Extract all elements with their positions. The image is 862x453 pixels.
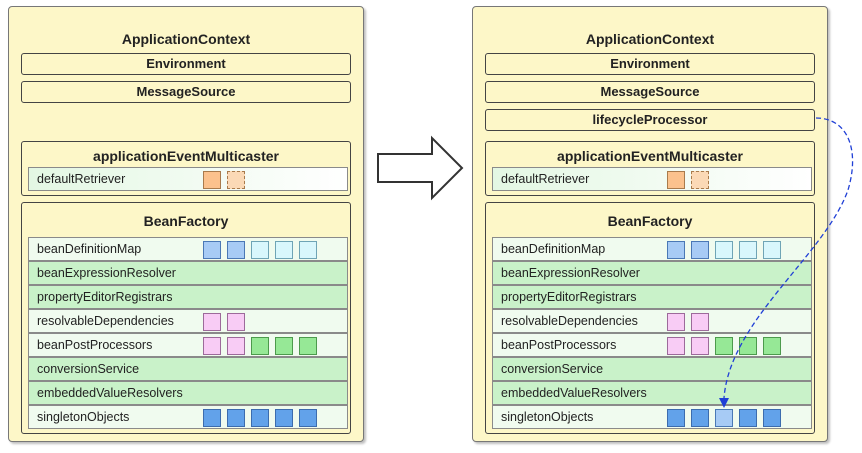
box xyxy=(667,241,685,259)
bean-factory-group: BeanFactory beanDefinitionMap beanExpres… xyxy=(21,202,351,434)
row-label: propertyEditorRegistrars xyxy=(37,290,173,304)
row-property-editor-registrars: propertyEditorRegistrars xyxy=(492,285,812,309)
box xyxy=(227,409,245,427)
bean-factory-title: BeanFactory xyxy=(607,213,693,229)
multicaster-title: applicationEventMulticaster xyxy=(93,148,279,164)
row-label: defaultRetriever xyxy=(501,172,590,186)
box xyxy=(227,337,245,355)
context-title: ApplicationContext xyxy=(121,31,251,47)
box xyxy=(763,337,781,355)
box xyxy=(203,409,221,427)
box xyxy=(251,337,269,355)
row-label: beanPostProcessors xyxy=(501,338,617,352)
box xyxy=(739,241,757,259)
dashed-curve-arrow-icon xyxy=(719,117,854,408)
row-label: singletonObjects xyxy=(501,410,594,424)
lifecycle-processor-bar: lifecycleProcessor xyxy=(485,109,815,131)
row-bean-expression-resolver: beanExpressionResolver xyxy=(28,261,348,285)
row-label: conversionService xyxy=(501,362,604,376)
event-multicaster-group: applicationEventMulticaster defaultRetri… xyxy=(485,141,815,196)
row-conversion-service: conversionService xyxy=(28,357,348,381)
row-bean-post-processors: beanPostProcessors xyxy=(28,333,348,357)
box xyxy=(299,409,317,427)
box xyxy=(227,241,245,259)
box xyxy=(763,409,781,427)
row-label: beanDefinitionMap xyxy=(37,242,142,256)
box xyxy=(299,337,317,355)
box xyxy=(251,409,269,427)
listener-box-dashed xyxy=(227,171,245,189)
message-source-bar: MessageSource xyxy=(21,81,351,103)
box xyxy=(299,241,317,259)
row-label: defaultRetriever xyxy=(37,172,126,186)
bean-factory-group: BeanFactory beanDefinitionMap beanExpres… xyxy=(485,202,815,434)
environment-bar: Environment xyxy=(21,53,351,75)
row-label: beanExpressionResolver xyxy=(501,266,640,280)
row-label: beanDefinitionMap xyxy=(501,242,606,256)
event-multicaster-group: applicationEventMulticaster defaultRetri… xyxy=(21,141,351,196)
box xyxy=(667,337,685,355)
listener-box-dashed xyxy=(691,171,709,189)
right-arrow-icon xyxy=(377,135,464,201)
row-label: embeddedValueResolvers xyxy=(37,386,183,400)
row-embedded-value-resolvers: embeddedValueResolvers xyxy=(28,381,348,405)
box xyxy=(667,409,685,427)
box xyxy=(739,409,757,427)
row-conversion-service: conversionService xyxy=(492,357,812,381)
listener-box xyxy=(667,171,685,189)
box xyxy=(203,241,221,259)
box xyxy=(739,337,757,355)
row-label: beanPostProcessors xyxy=(37,338,153,352)
row-label: beanExpressionResolver xyxy=(37,266,176,280)
context-title: ApplicationContext xyxy=(585,31,715,47)
row-label: propertyEditorRegistrars xyxy=(501,290,637,304)
row-resolvable-dependencies: resolvableDependencies xyxy=(492,309,812,333)
row-bean-definition-map: beanDefinitionMap xyxy=(492,237,812,261)
row-singleton-objects: singletonObjects xyxy=(28,405,348,429)
row-property-editor-registrars: propertyEditorRegistrars xyxy=(28,285,348,309)
row-bean-definition-map: beanDefinitionMap xyxy=(28,237,348,261)
multicaster-title: applicationEventMulticaster xyxy=(557,148,743,164)
row-bean-post-processors: beanPostProcessors xyxy=(492,333,812,357)
row-label: resolvableDependencies xyxy=(501,314,638,328)
box xyxy=(667,313,685,331)
box xyxy=(763,241,781,259)
default-retriever-row: defaultRetriever xyxy=(492,167,812,191)
box xyxy=(715,241,733,259)
box xyxy=(691,337,709,355)
row-embedded-value-resolvers: embeddedValueResolvers xyxy=(492,381,812,405)
box xyxy=(203,313,221,331)
box xyxy=(203,337,221,355)
row-label: embeddedValueResolvers xyxy=(501,386,647,400)
box xyxy=(691,313,709,331)
box xyxy=(275,337,293,355)
row-label: resolvableDependencies xyxy=(37,314,174,328)
box xyxy=(715,337,733,355)
row-label: conversionService xyxy=(37,362,140,376)
message-source-bar: MessageSource xyxy=(485,81,815,103)
listener-box xyxy=(203,171,221,189)
box xyxy=(691,241,709,259)
box xyxy=(691,409,709,427)
box xyxy=(227,313,245,331)
bean-factory-title: BeanFactory xyxy=(143,213,229,229)
row-singleton-objects: singletonObjects xyxy=(492,405,812,429)
box xyxy=(275,241,293,259)
lifecycle-processor-bean-box xyxy=(715,409,733,427)
application-context-right: ApplicationContext Environment MessageSo… xyxy=(472,6,828,442)
row-resolvable-dependencies: resolvableDependencies xyxy=(28,309,348,333)
box xyxy=(275,409,293,427)
environment-bar: Environment xyxy=(485,53,815,75)
row-label: singletonObjects xyxy=(37,410,130,424)
application-context-left: ApplicationContext Environment MessageSo… xyxy=(8,6,364,442)
row-bean-expression-resolver: beanExpressionResolver xyxy=(492,261,812,285)
box xyxy=(251,241,269,259)
default-retriever-row: defaultRetriever xyxy=(28,167,348,191)
